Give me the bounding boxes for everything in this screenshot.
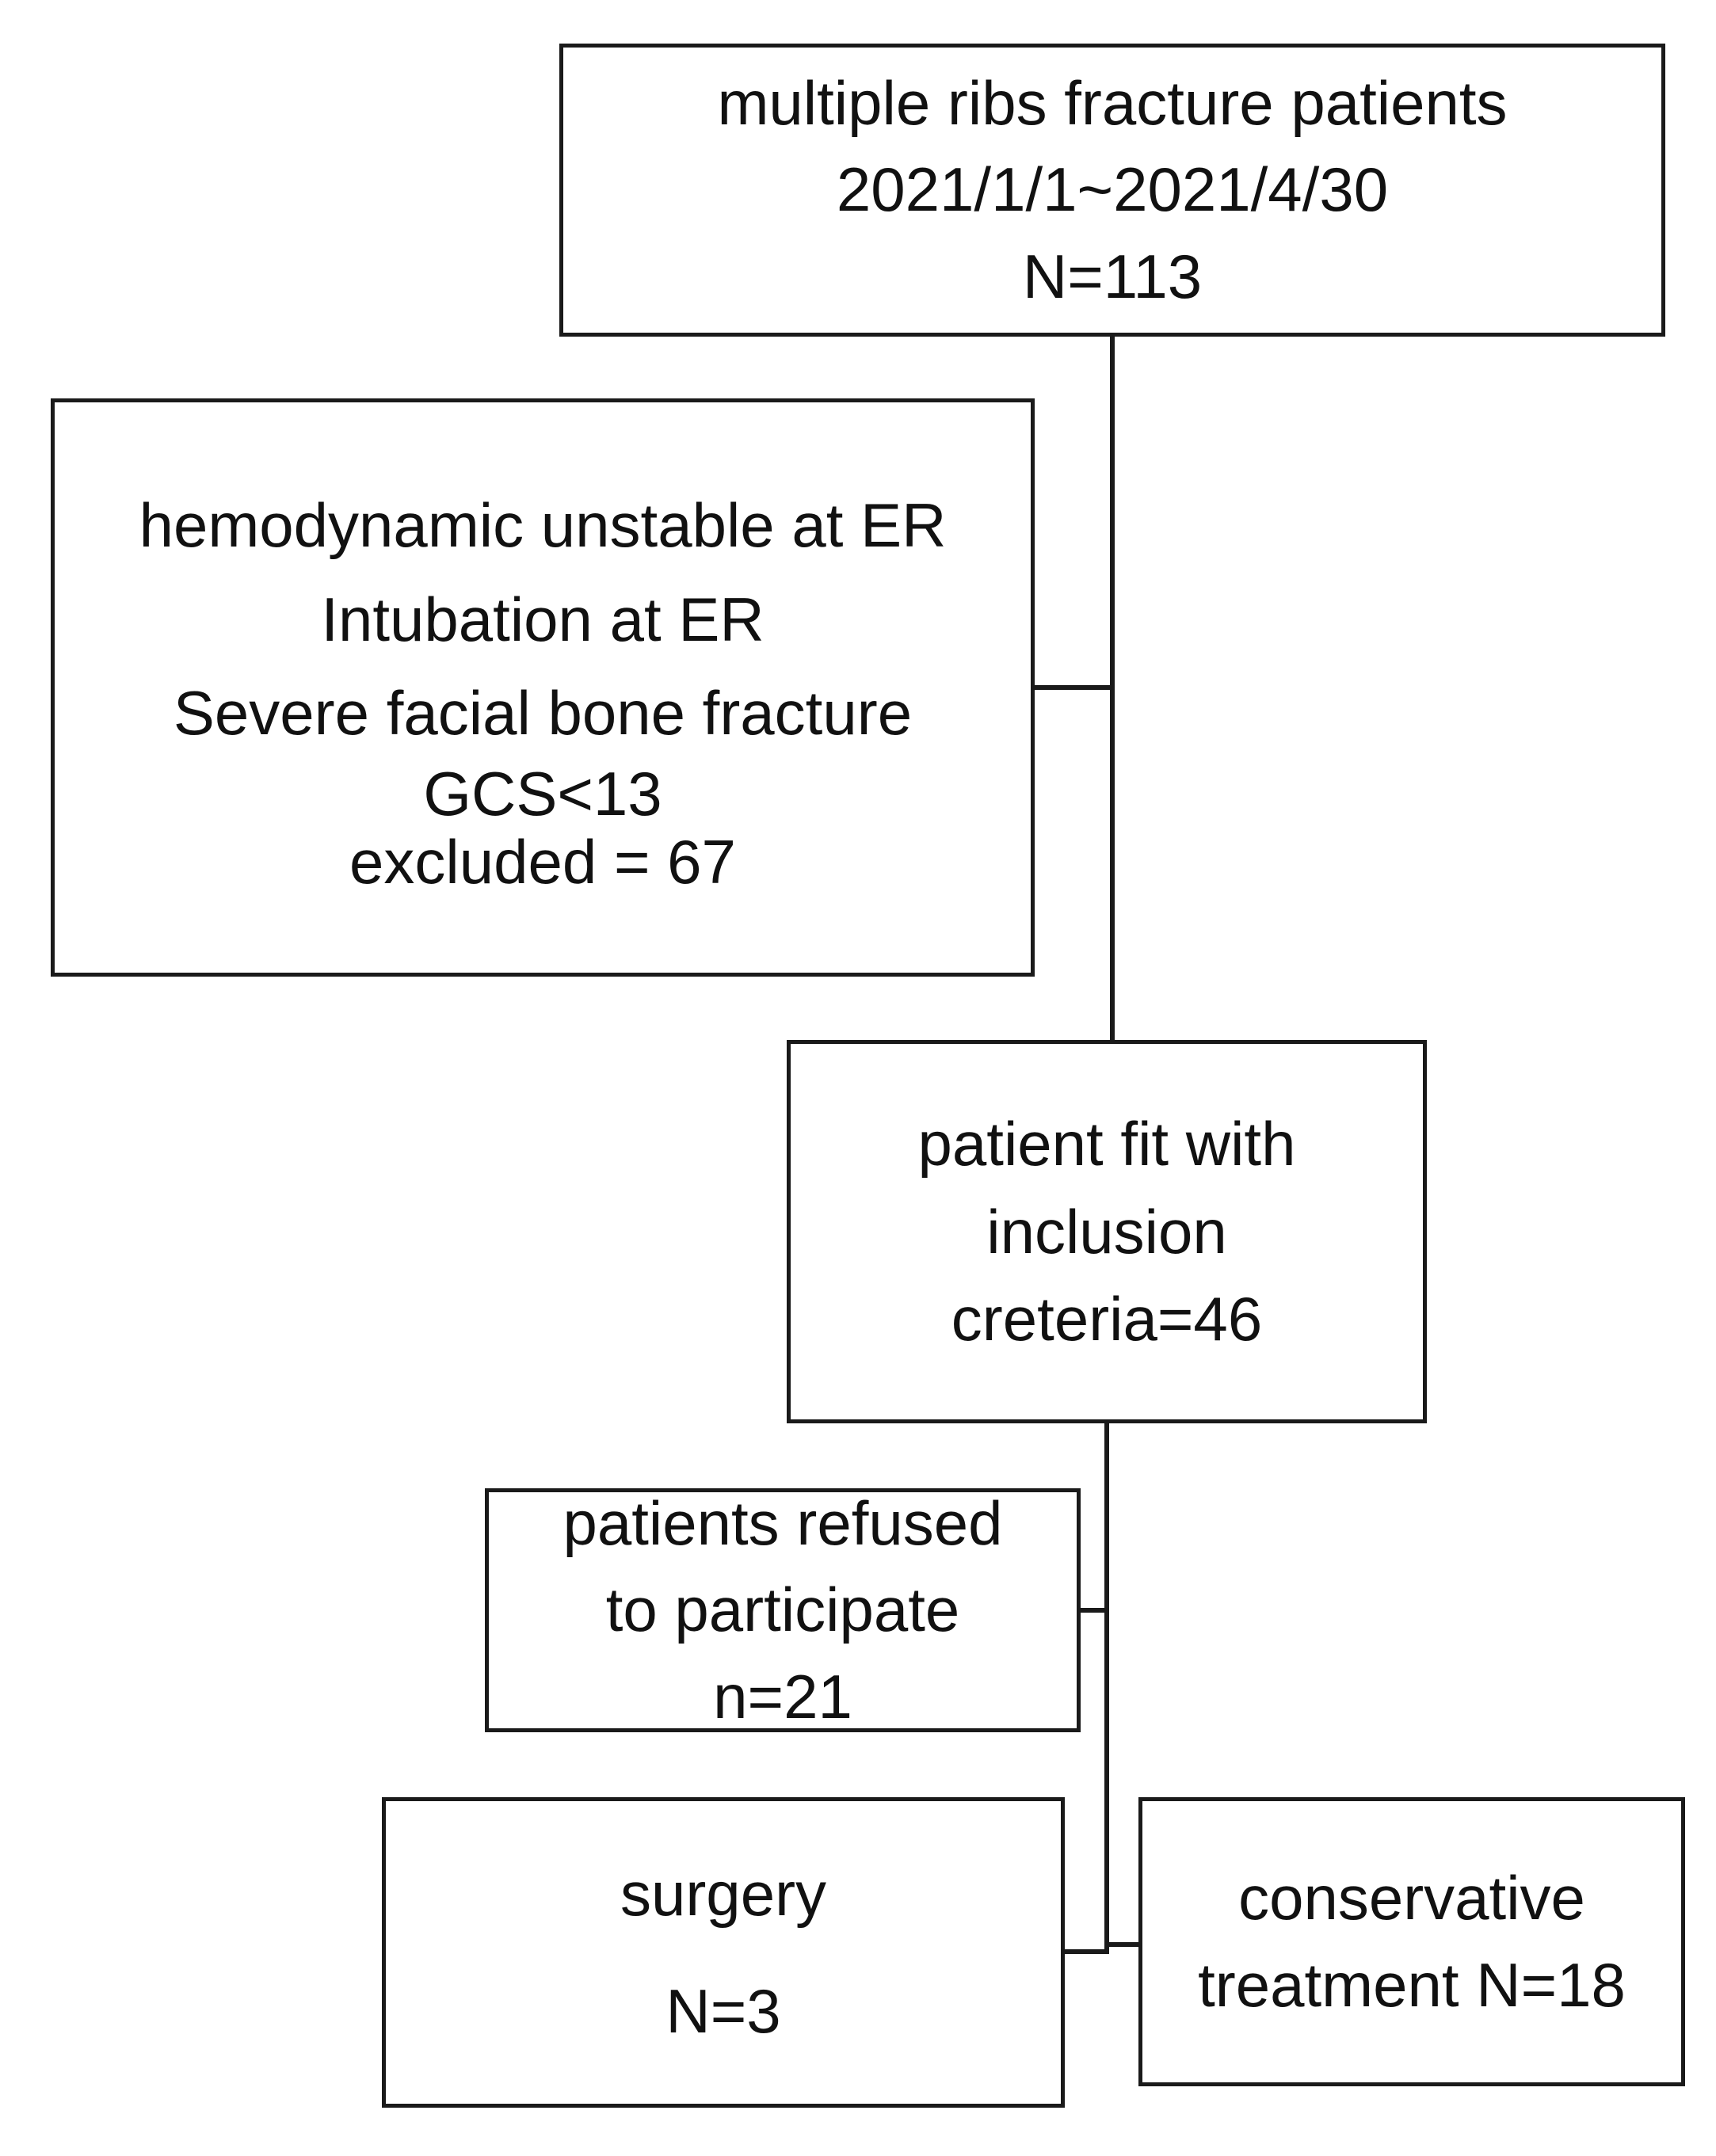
date-range-label: 2021/1/1~2021/4/30 [836, 154, 1389, 225]
exclusion-item: Severe facial bone fracture [173, 678, 913, 749]
conservative-count: treatment N=18 [1198, 1949, 1626, 2020]
refused-label: patients refused [562, 1488, 1003, 1559]
refused-box: patients refused to participate n=21 [485, 1488, 1081, 1732]
surgery-box: surgery N=3 [382, 1797, 1065, 2108]
population-label: multiple ribs fracture patients [717, 68, 1508, 139]
inclusion-box: patient fit with inclusion creteria=46 [787, 1040, 1427, 1423]
refused-count: n=21 [713, 1661, 852, 1731]
inclusion-label: inclusion [986, 1196, 1227, 1267]
surgery-count: N=3 [665, 1976, 781, 2046]
exclusion-item: Intubation at ER [321, 584, 765, 654]
inclusion-label: patient fit with [917, 1108, 1296, 1179]
surgery-label: surgery [620, 1858, 827, 1929]
exclusion-item: GCS<13 [423, 759, 662, 829]
study-population-box: multiple ribs fracture patients 2021/1/1… [559, 44, 1665, 337]
exclusion-item: hemodynamic unstable at ER [139, 490, 947, 561]
refused-label: to participate [605, 1575, 960, 1645]
inclusion-count: creteria=46 [951, 1284, 1263, 1354]
population-count: N=113 [1022, 241, 1203, 311]
conservative-treatment-box: conservative treatment N=18 [1138, 1797, 1685, 2086]
excluded-count: excluded = 67 [349, 826, 736, 897]
exclusion-criteria-box: hemodynamic unstable at ER Intubation at… [51, 398, 1035, 977]
conservative-label: conservative [1238, 1863, 1585, 1933]
